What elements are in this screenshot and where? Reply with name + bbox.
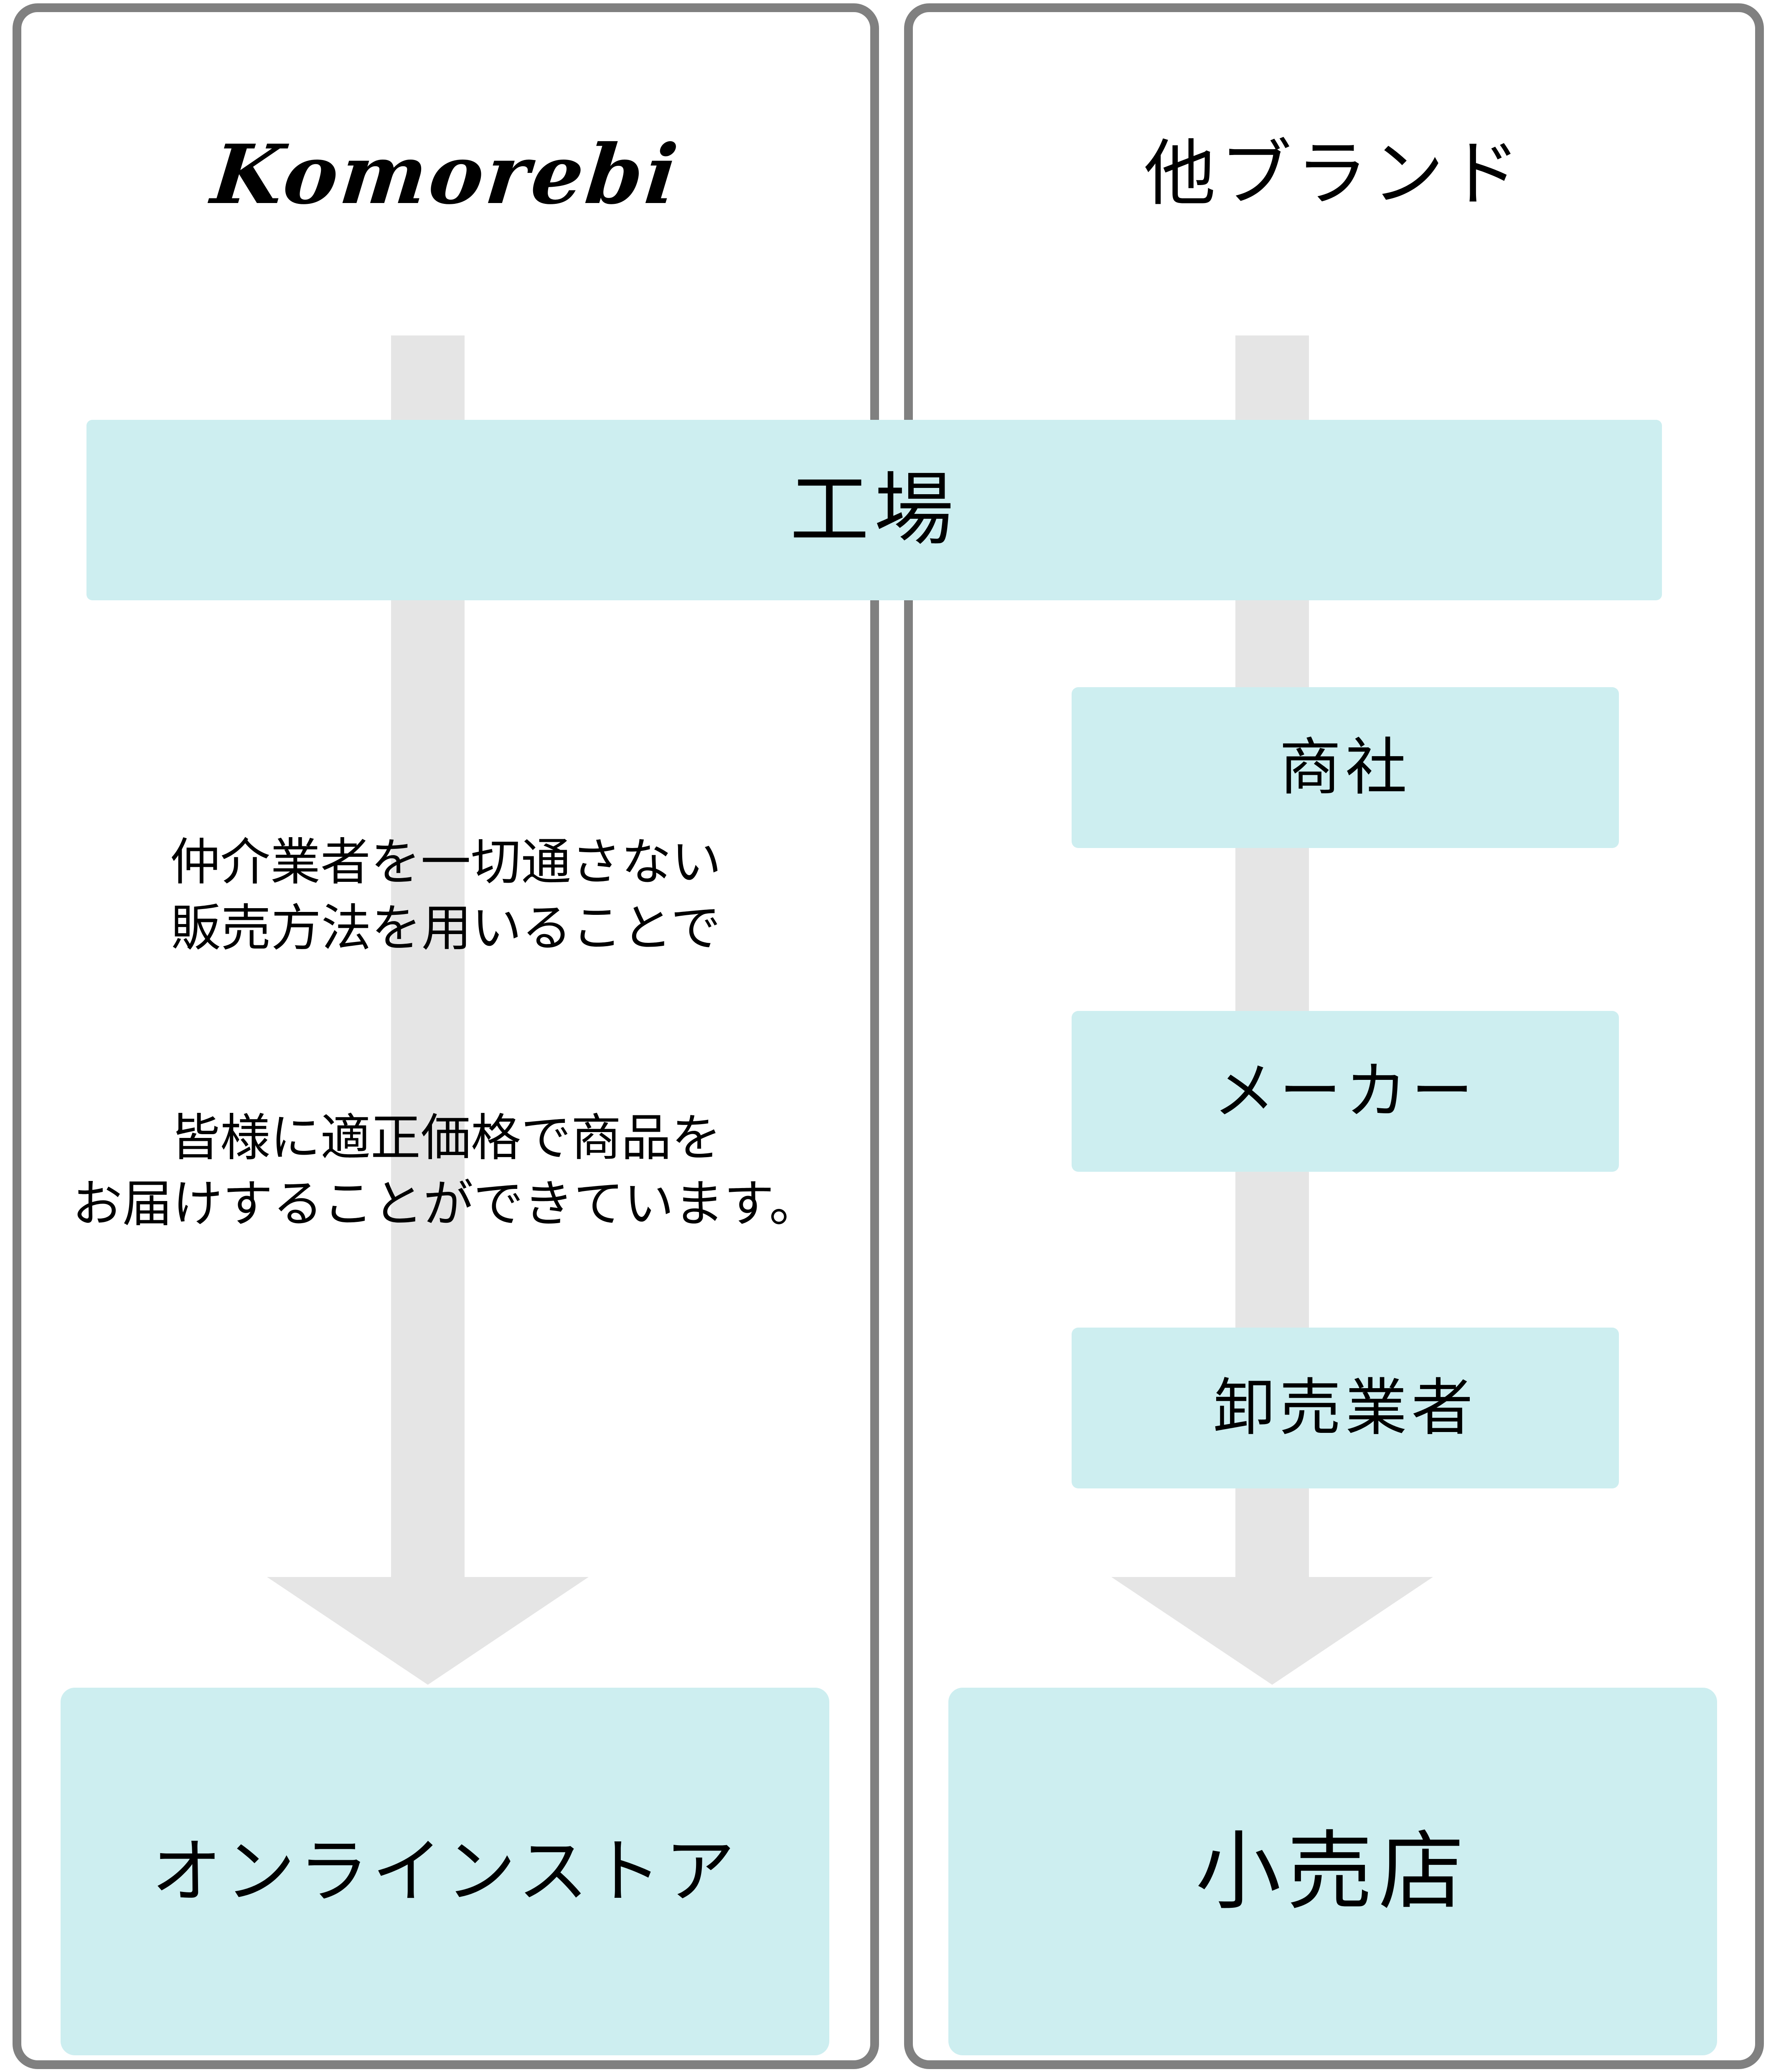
stage-box-online-store: オンラインストア bbox=[61, 1688, 829, 2055]
arrow-head-down-icon bbox=[1111, 1577, 1433, 1685]
arrow-head-down-icon bbox=[267, 1577, 589, 1685]
description-line: 仲介業者を一切通さない bbox=[170, 834, 722, 890]
description-line: 販売方法を用いることで bbox=[170, 900, 721, 957]
stage-box-wholesaler: 卸売業者 bbox=[1072, 1328, 1619, 1488]
stage-box-trading-company: 商社 bbox=[1072, 687, 1619, 848]
description-line: 皆様に適正価格で商品を bbox=[170, 1110, 722, 1166]
panel-title-other-brands: 他ブランド bbox=[1144, 134, 1524, 214]
stage-box-manufacturer: メーカー bbox=[1072, 1011, 1619, 1172]
stage-box-retail-store: 小売店 bbox=[948, 1688, 1717, 2055]
description-line: お届けすることができています。 bbox=[72, 1176, 819, 1232]
stage-box-factory: 工場 bbox=[86, 420, 1662, 600]
description-paragraph-2: 皆様に適正価格で商品を お届けすることができています。 bbox=[13, 1105, 879, 1237]
panel-title-komorebi: Komorebi bbox=[207, 127, 684, 222]
description-paragraph-1: 仲介業者を一切通さない 販売方法を用いることで bbox=[13, 829, 879, 962]
